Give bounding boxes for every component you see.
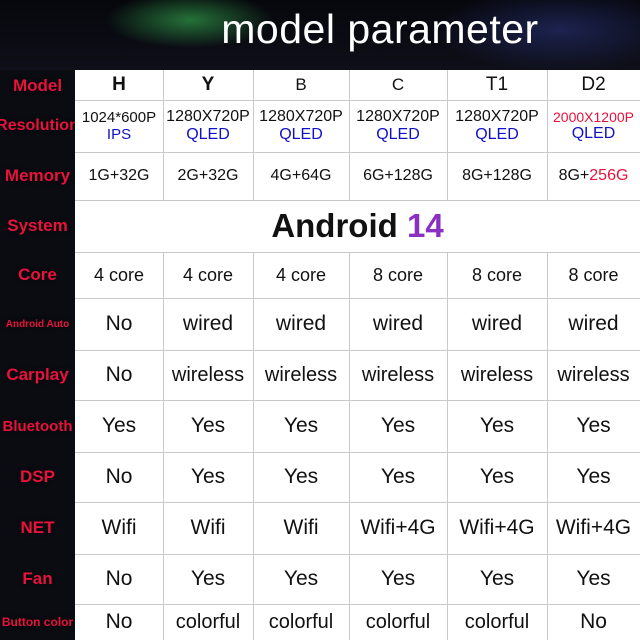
model-name-b: B xyxy=(295,75,307,94)
button-color-c: colorful xyxy=(365,610,431,633)
carplay-h: No xyxy=(105,363,133,386)
dsp-c: Yes xyxy=(380,465,416,488)
bluetooth-y: Yes xyxy=(190,414,226,437)
dsp-b: Yes xyxy=(283,465,319,488)
model-name-d2: D2 xyxy=(581,74,606,95)
bluetooth-c: Yes xyxy=(380,414,416,437)
net-b: Wifi xyxy=(283,516,319,539)
bluetooth-h: Yes xyxy=(101,414,137,437)
core-c: 8 core xyxy=(372,264,424,285)
row-label-system: System xyxy=(7,216,68,235)
bluetooth-d2: Yes xyxy=(576,414,611,437)
system-name: Android xyxy=(271,207,398,244)
model-name-c: C xyxy=(391,75,405,94)
row-label-fan: Fan xyxy=(22,569,53,588)
resolution-value: 1280X720P xyxy=(356,108,440,125)
panel-type: IPS xyxy=(106,126,132,143)
bluetooth-b: Yes xyxy=(283,414,319,437)
model-name-y: Y xyxy=(201,74,215,95)
carplay-b: wireless xyxy=(264,363,338,386)
net-y: Wifi xyxy=(190,516,226,539)
memory-h: 1G+32G xyxy=(88,167,150,184)
memory-d2: 8G+256G xyxy=(547,152,640,200)
resolution-value: 1024*600P xyxy=(81,109,157,126)
model-name-h: H xyxy=(112,74,126,95)
button-color-d2: No xyxy=(580,610,607,633)
dsp-y: Yes xyxy=(190,465,226,488)
memory-b: 4G+64G xyxy=(270,167,332,184)
android-auto-d2: wired xyxy=(568,312,619,335)
resolution-value: 1280X720P xyxy=(455,108,539,125)
fan-c: Yes xyxy=(380,567,416,590)
carplay-c: wireless xyxy=(361,363,435,386)
spec-table: H Y B C T1 D2 1024*600P IPS 1280X720P QL… xyxy=(75,70,640,640)
resolution-value: 1280X720P xyxy=(166,108,250,125)
resolution-value: 2000X1200P xyxy=(553,109,634,125)
row-label-net: NET xyxy=(20,518,55,537)
bluetooth-t1: Yes xyxy=(479,414,515,437)
memory-c: 6G+128G xyxy=(363,167,433,184)
panel-type: QLED xyxy=(279,126,323,143)
row-label-memory: Memory xyxy=(4,166,71,185)
panel-type: QLED xyxy=(376,126,420,143)
net-c: Wifi+4G xyxy=(360,516,436,539)
button-color-y: colorful xyxy=(175,610,241,633)
fan-d2: Yes xyxy=(576,567,611,590)
button-color-h: No xyxy=(105,610,133,633)
system-version: 14 xyxy=(406,207,444,244)
model-name-t1: T1 xyxy=(485,74,509,95)
fan-y: Yes xyxy=(190,567,226,590)
dsp-d2: Yes xyxy=(576,465,611,488)
header-background xyxy=(0,0,640,70)
core-y: 4 core xyxy=(182,264,234,285)
row-label-model: Model xyxy=(12,76,63,95)
dsp-h: No xyxy=(105,465,133,488)
core-h: 4 core xyxy=(93,264,145,285)
button-color-t1: colorful xyxy=(464,610,530,633)
resolution-cell-t1: 1280X720P QLED xyxy=(447,100,547,152)
system-cell: Android 14 xyxy=(75,200,640,252)
carplay-y: wireless xyxy=(171,363,245,386)
core-d2: 8 core xyxy=(568,264,619,285)
row-label-carplay: Carplay xyxy=(6,365,69,384)
panel-type: QLED xyxy=(571,125,616,142)
memory-t1: 8G+128G xyxy=(462,167,532,184)
android-auto-c: wired xyxy=(372,312,424,335)
net-t1: Wifi+4G xyxy=(459,516,535,539)
fan-t1: Yes xyxy=(479,567,515,590)
carplay-d2: wireless xyxy=(557,363,630,386)
memory-base: 8G+ xyxy=(558,167,590,184)
core-b: 4 core xyxy=(275,264,327,285)
memory-y: 2G+32G xyxy=(177,167,239,184)
button-color-b: colorful xyxy=(268,610,334,633)
android-auto-y: wired xyxy=(182,312,234,335)
carplay-t1: wireless xyxy=(460,363,534,386)
row-label-bluetooth: Bluetooth xyxy=(2,417,73,435)
panel-type: QLED xyxy=(475,126,519,143)
dsp-t1: Yes xyxy=(479,465,515,488)
row-label-button-color: Button color xyxy=(1,615,74,629)
memory-storage: 256G xyxy=(589,167,629,184)
android-auto-h: No xyxy=(105,312,133,335)
net-h: Wifi xyxy=(101,516,137,539)
resolution-value: 1280X720P xyxy=(259,108,343,125)
row-label-dsp: DSP xyxy=(20,467,55,486)
row-label-android-auto: Android Auto xyxy=(5,318,70,330)
panel-type: QLED xyxy=(186,126,230,143)
net-d2: Wifi+4G xyxy=(555,516,632,539)
resolution-cell-c: 1280X720P QLED xyxy=(349,100,447,152)
row-label-resolution: Resolution xyxy=(0,117,79,134)
android-auto-b: wired xyxy=(275,312,327,335)
android-auto-t1: wired xyxy=(471,312,523,335)
fan-b: Yes xyxy=(283,567,319,590)
row-label-core: Core xyxy=(18,265,57,284)
resolution-cell-h: 1024*600P IPS xyxy=(75,100,163,152)
resolution-cell-b: 1280X720P QLED xyxy=(253,100,349,152)
page-title: model parameter xyxy=(221,6,539,52)
resolution-cell-d2: 2000X1200P QLED xyxy=(547,100,640,152)
resolution-cell-y: 1280X720P QLED xyxy=(163,100,253,152)
fan-h: No xyxy=(105,567,133,590)
core-t1: 8 core xyxy=(471,264,523,285)
